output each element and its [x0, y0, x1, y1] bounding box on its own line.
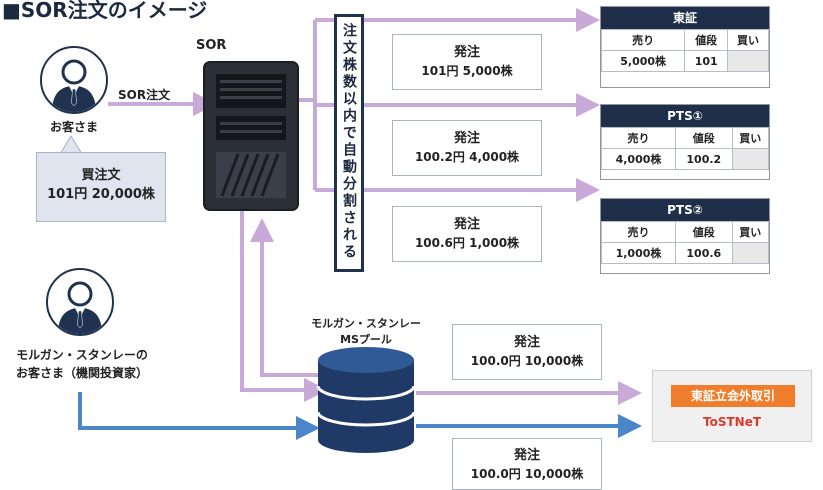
board-tse-name: 東証	[601, 7, 769, 29]
order-box-2: 発注 100.2円 4,000株	[392, 120, 542, 176]
order-box-1-detail: 101円 5,000株	[421, 64, 513, 78]
ms-pool-label-line2: MSプール	[340, 333, 392, 346]
customer-label: お客さま	[49, 120, 98, 134]
board-pts2-header-buy: 買い	[731, 221, 770, 243]
board-pts2-buy	[731, 242, 770, 264]
board-tse-buy	[727, 50, 769, 72]
board-tse-header-sell: 売り	[600, 29, 686, 51]
arrow-pool-to-sor	[250, 218, 318, 377]
board-pts2-header-price: 値段	[675, 221, 733, 243]
ms-customer-label: モルガン・スタンレーの お客さま（機関投資家）	[6, 346, 158, 382]
order-box-2-detail: 100.2円 4,000株	[414, 150, 520, 164]
split-note-bar: 注文株数以内で自動分割される	[334, 14, 364, 272]
arrow-sor-to-pool	[240, 200, 328, 402]
order-box-2-title: 発注	[453, 131, 480, 146]
ms-pool-label: モルガン・スタンレー MSプール	[296, 316, 436, 348]
ms-pool-label-line1: モルガン・スタンレー	[311, 317, 421, 330]
pool-order-box-2-detail: 100.0円 10,000株	[470, 467, 584, 481]
tostnet-name: ToSTNeT	[702, 415, 762, 429]
board-pts1-sell: 4,000株	[601, 148, 676, 170]
board-pts1-header-sell: 売り	[601, 127, 676, 149]
pool-order-box-1-detail: 100.0円 10,000株	[470, 354, 584, 368]
board-pts1-header-price: 値段	[675, 127, 733, 149]
ms-customer-label-line2: お客さま（機関投資家）	[15, 366, 148, 380]
ms-customer-avatar-icon	[46, 268, 114, 336]
callout-pointer	[59, 135, 83, 154]
buy-order-title: 買注文	[81, 168, 121, 183]
pool-order-box-2: 発注 100.0円 10,000株	[452, 438, 602, 490]
board-pts2-sell: 1,000株	[601, 242, 676, 264]
customer-avatar-icon	[40, 46, 108, 114]
sor-label: SOR	[196, 38, 227, 53]
board-pts2-price: 100.6	[675, 242, 733, 264]
board-pts1-name: PTS①	[601, 105, 769, 127]
board-tse-header-price: 値段	[684, 29, 729, 51]
board-pts1-buy	[731, 148, 770, 170]
board-pts1-price: 100.2	[675, 148, 733, 170]
page-title: ■SOR注文のイメージ	[2, 0, 208, 22]
order-box-3: 発注 100.6円 1,000株	[392, 206, 542, 262]
board-tse-header-buy: 買い	[727, 29, 769, 51]
tostnet-box: 東証立会外取引 ToSTNeT	[652, 370, 812, 442]
buy-order-callout: 買注文 101円 20,000株	[36, 152, 166, 222]
order-box-1: 発注 101円 5,000株	[392, 34, 542, 90]
order-box-3-detail: 100.6円 1,000株	[414, 236, 520, 250]
board-pts1-header-buy: 買い	[731, 127, 770, 149]
split-note-text: 注文株数以内で自動分割される	[341, 23, 357, 261]
ms-customer-label-line1: モルガン・スタンレーの	[16, 348, 148, 362]
pool-order-box-1-title: 発注	[513, 335, 540, 350]
order-box-1-title: 発注	[453, 45, 480, 60]
board-pts2-name: PTS②	[601, 199, 769, 221]
pool-order-box-1: 発注 100.0円 10,000株	[452, 324, 602, 380]
board-tse-sell: 5,000株	[600, 50, 686, 72]
arrow-ms-customer-to-pool	[78, 392, 320, 440]
sor-order-label: SOR注文	[118, 88, 171, 102]
board-tse-price: 101	[684, 50, 729, 72]
sor-server-icon	[203, 61, 299, 211]
tostnet-badge: 東証立会外取引	[671, 385, 795, 407]
board-pts2-header-sell: 売り	[601, 221, 676, 243]
order-box-3-title: 発注	[453, 217, 480, 232]
pool-order-box-2-title: 発注	[513, 448, 540, 463]
database-icon	[316, 347, 416, 453]
buy-order-detail: 101円 20,000株	[47, 187, 155, 202]
